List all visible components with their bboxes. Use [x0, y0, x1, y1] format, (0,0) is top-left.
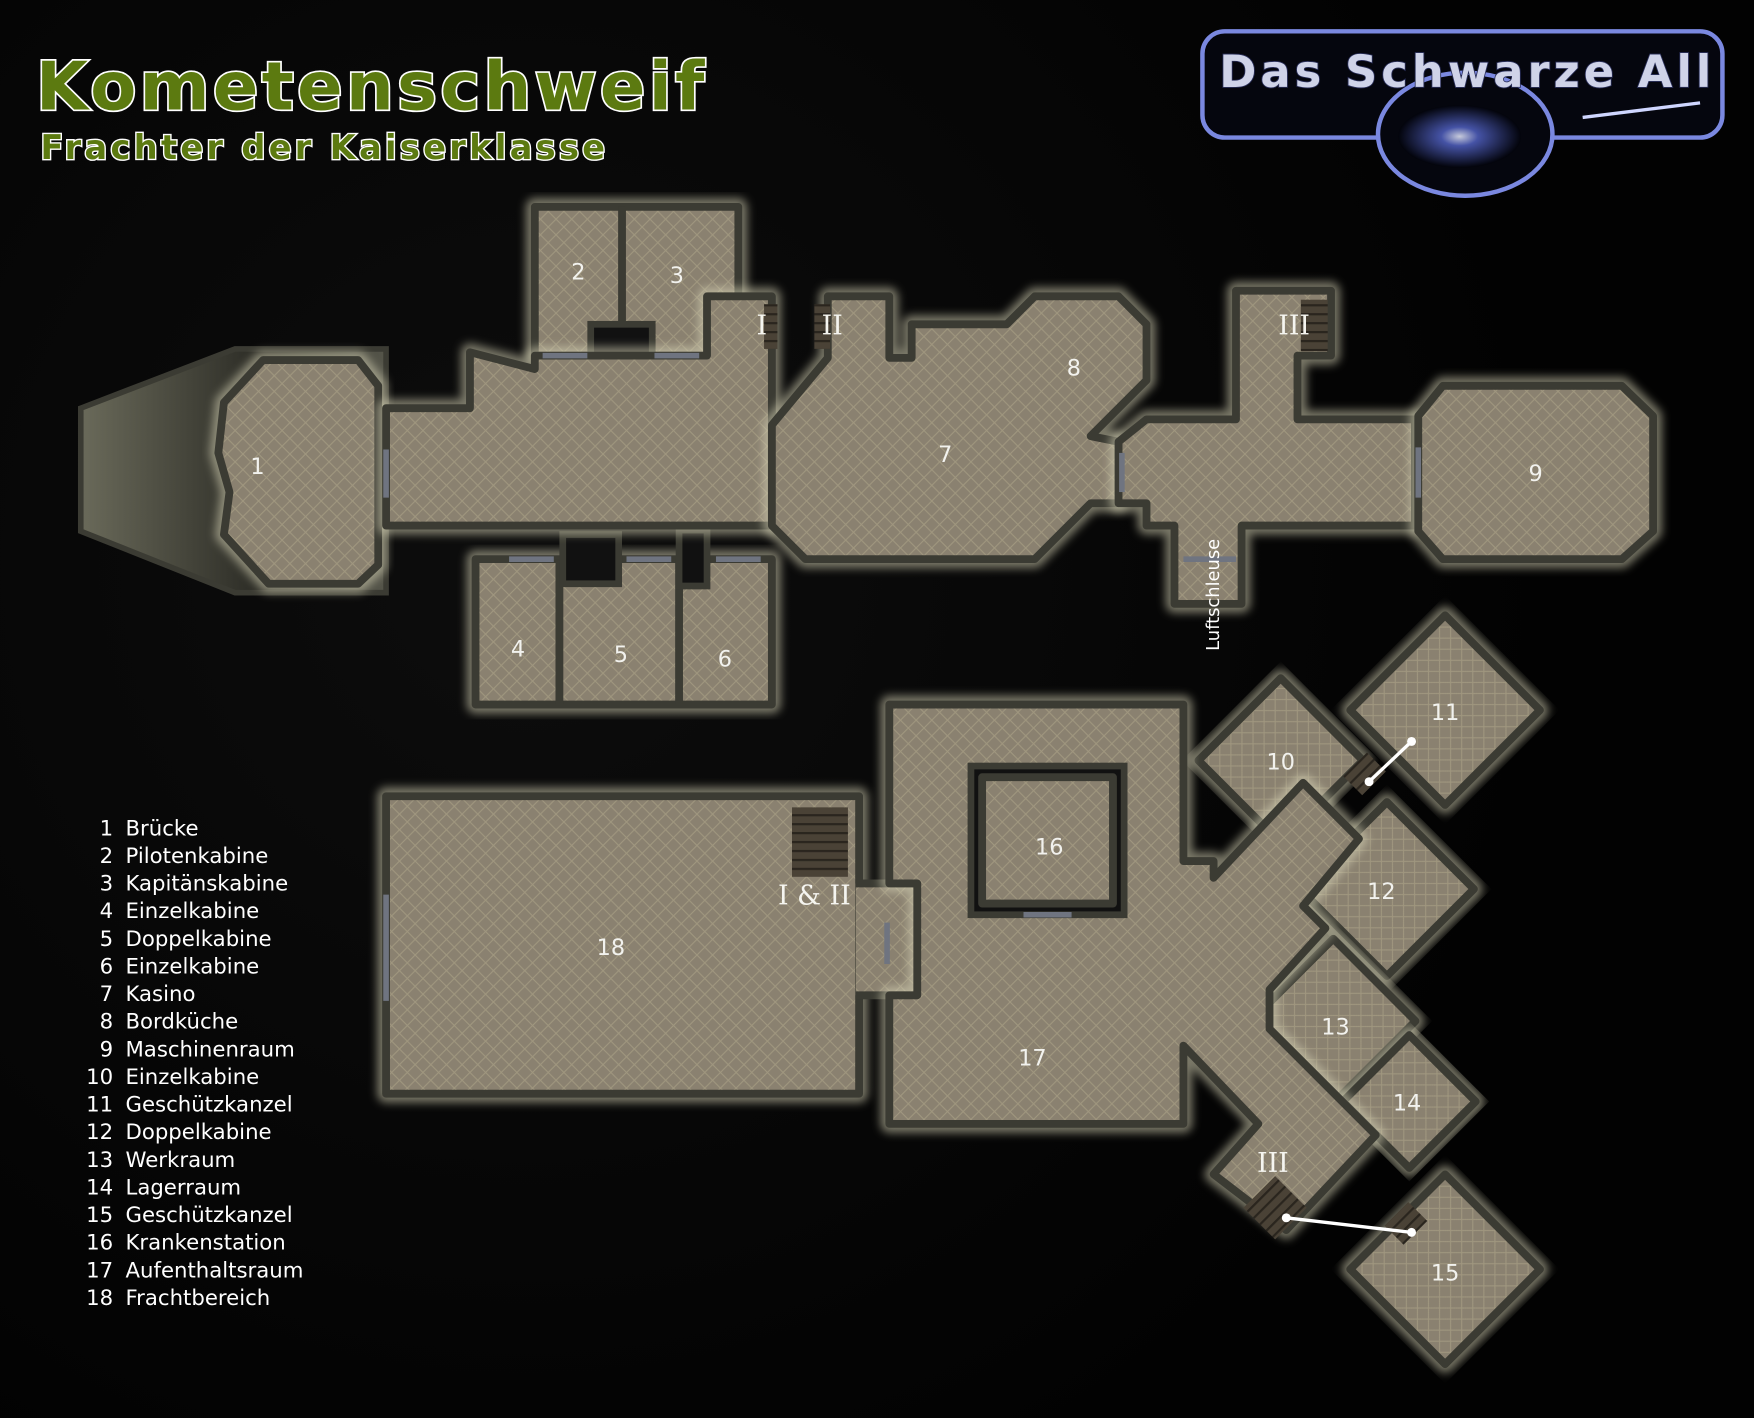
room-7-8-kasino-kueche	[762, 287, 1156, 569]
aft-corridor	[1109, 281, 1424, 613]
legend-label: Aufenthaltsraum	[126, 1258, 304, 1283]
room-18-frachtbereich	[377, 787, 869, 1103]
legend-number: 5	[100, 927, 114, 952]
stairs-iii-upper[interactable]	[1300, 299, 1328, 352]
room-label-16: 16	[1035, 834, 1063, 860]
stairs-i-ii-lower[interactable]	[792, 807, 848, 877]
legend-number: 3	[100, 872, 114, 897]
legend-label: Krankenstation	[126, 1231, 286, 1256]
legend-number: 18	[86, 1286, 113, 1311]
marker-iii-upper: III	[1278, 310, 1310, 341]
stairs-iii-lower[interactable]	[1243, 1176, 1307, 1240]
room-label-2: 2	[571, 260, 585, 286]
room-label-4: 4	[511, 636, 525, 662]
stairs-15[interactable]	[1384, 1202, 1428, 1245]
legend-label: Kasino	[126, 982, 196, 1007]
legend-number: 10	[86, 1065, 113, 1090]
legend-label: Pilotenkabine	[126, 844, 269, 869]
lower-deck: 10 11 12 13 14 15 16 17 18 I & II III	[377, 606, 1549, 1374]
legend-label: Werkraum	[126, 1148, 236, 1173]
room-1-bruecke	[209, 351, 388, 593]
marker-i-upper: I	[757, 310, 768, 341]
room-label-1: 1	[250, 454, 264, 480]
upper-deck: 1 2 3 4 5 6 7 8 9 I II III Luftschleuse	[77, 197, 1663, 714]
ladder-line-11	[1367, 740, 1413, 783]
room-label-8: 8	[1067, 356, 1081, 382]
stairs-i[interactable]	[764, 304, 778, 349]
legend-number: 13	[86, 1148, 113, 1173]
marker-iii-lower: III	[1257, 1148, 1289, 1179]
main-corridor	[377, 287, 781, 562]
legend-number: 8	[100, 1010, 114, 1035]
ladder-line-15	[1286, 1216, 1412, 1235]
room-label-9: 9	[1529, 461, 1543, 487]
room-label-14: 14	[1393, 1090, 1421, 1116]
galaxy-icon	[1398, 105, 1522, 168]
legend-number: 15	[86, 1203, 113, 1228]
legend-number: 1	[100, 816, 114, 841]
legend-number: 17	[86, 1258, 113, 1283]
connector-18-17	[855, 879, 918, 1000]
legend-label: Doppelkabine	[126, 1120, 272, 1145]
room-label-18: 18	[597, 935, 625, 961]
room-16-krankenstation	[967, 762, 1128, 919]
legend-label: Kapitänskabine	[126, 872, 289, 897]
legend-label: Geschützkanzel	[126, 1093, 293, 1118]
map-title: Kometenschweif	[36, 48, 708, 126]
stairs-ii[interactable]	[814, 304, 831, 349]
room-11-geschuetzkanzel	[1341, 606, 1549, 814]
legend-number: 14	[86, 1175, 113, 1200]
room-label-15: 15	[1431, 1260, 1459, 1286]
legend-label: Geschützkanzel	[126, 1203, 293, 1228]
legend-label: Maschinenraum	[126, 1037, 295, 1062]
legend-number: 11	[86, 1093, 113, 1118]
legend-number: 7	[100, 982, 114, 1007]
map-subtitle: Frachter der Kaiserklasse	[41, 128, 609, 167]
room-label-17: 17	[1018, 1046, 1046, 1072]
room-label-11: 11	[1431, 700, 1459, 726]
room-label-12: 12	[1367, 879, 1395, 905]
legend-label: Einzelkabine	[126, 899, 260, 924]
logo-text: Das Schwarze All	[1219, 45, 1711, 98]
room-label-10: 10	[1266, 749, 1294, 775]
room-label-6: 6	[718, 647, 732, 673]
legend-number: 6	[100, 954, 114, 979]
rooms-4-5-6	[466, 526, 781, 714]
room-label-5: 5	[614, 642, 628, 668]
airlock-label: Luftschleuse	[1203, 539, 1224, 651]
stairs-11[interactable]	[1343, 752, 1386, 796]
marker-ii-upper: II	[822, 310, 843, 341]
legend-label: Lagerraum	[126, 1175, 242, 1200]
legend-label: Frachtbereich	[126, 1286, 271, 1311]
marker-i-ii-lower: I & II	[778, 881, 851, 912]
legend-label: Bordküche	[126, 1010, 239, 1035]
legend-label: Einzelkabine	[126, 954, 260, 979]
room-label-13: 13	[1321, 1014, 1349, 1040]
legend-number: 9	[100, 1037, 114, 1062]
legend-label: Doppelkabine	[126, 927, 272, 952]
legend-number: 12	[86, 1120, 113, 1145]
legend-label: Brücke	[126, 816, 199, 841]
room-label-3: 3	[670, 263, 684, 289]
room-9-maschinenraum	[1409, 376, 1663, 569]
legend-label: Einzelkabine	[126, 1065, 260, 1090]
legend-number: 2	[100, 844, 114, 869]
das-schwarze-all-logo: Das Schwarze All	[1200, 29, 1725, 198]
legend-number: 4	[100, 899, 114, 924]
legend-number: 16	[86, 1231, 113, 1256]
room-label-7: 7	[938, 442, 952, 468]
